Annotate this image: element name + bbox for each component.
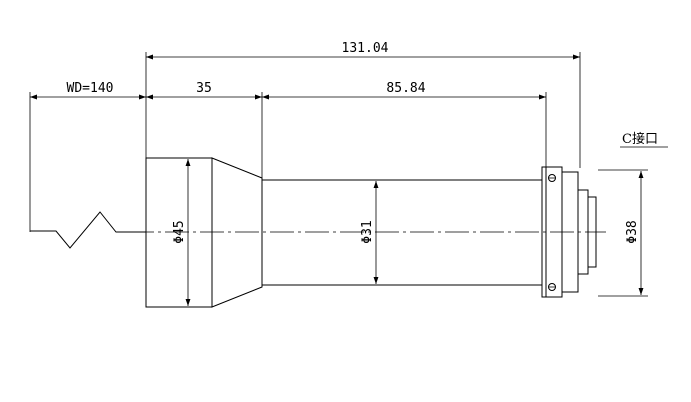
mount-label-text: C接口	[622, 131, 658, 147]
dimension-label-mount-diameter: Φ38	[625, 220, 640, 243]
dimension-label-total: 131.04	[342, 41, 389, 56]
dimension-total-length: 131.04	[146, 41, 580, 60]
lens-body	[145, 157, 597, 308]
dimension-front-section: 35	[146, 81, 262, 100]
lens-taper-section	[211, 157, 263, 308]
dimension-barrel-diameter: Φ31	[360, 181, 379, 284]
mount-label: C接口	[620, 131, 668, 148]
dimension-mount-diameter: Φ38	[625, 171, 644, 295]
dimension-label-front-diameter: Φ45	[172, 220, 187, 243]
lens-c-mount-tip	[587, 196, 597, 268]
working-distance-break-line	[30, 211, 146, 249]
dimension-label-barrel: 85.84	[386, 81, 425, 96]
lens-barrel	[261, 179, 543, 286]
dimension-barrel-length: 85.84	[262, 81, 546, 100]
dimension-label-wd: WD=140	[67, 81, 114, 96]
dimension-label-barrel-diameter: Φ31	[360, 220, 375, 243]
screw-bottom-icon	[548, 283, 556, 291]
screw-top-icon	[548, 174, 556, 182]
dimension-working-distance: WD=140	[30, 81, 146, 100]
extension-lines	[29, 52, 648, 297]
dimension-label-front: 35	[196, 81, 212, 96]
dimension-front-diameter: Φ45	[172, 159, 191, 306]
